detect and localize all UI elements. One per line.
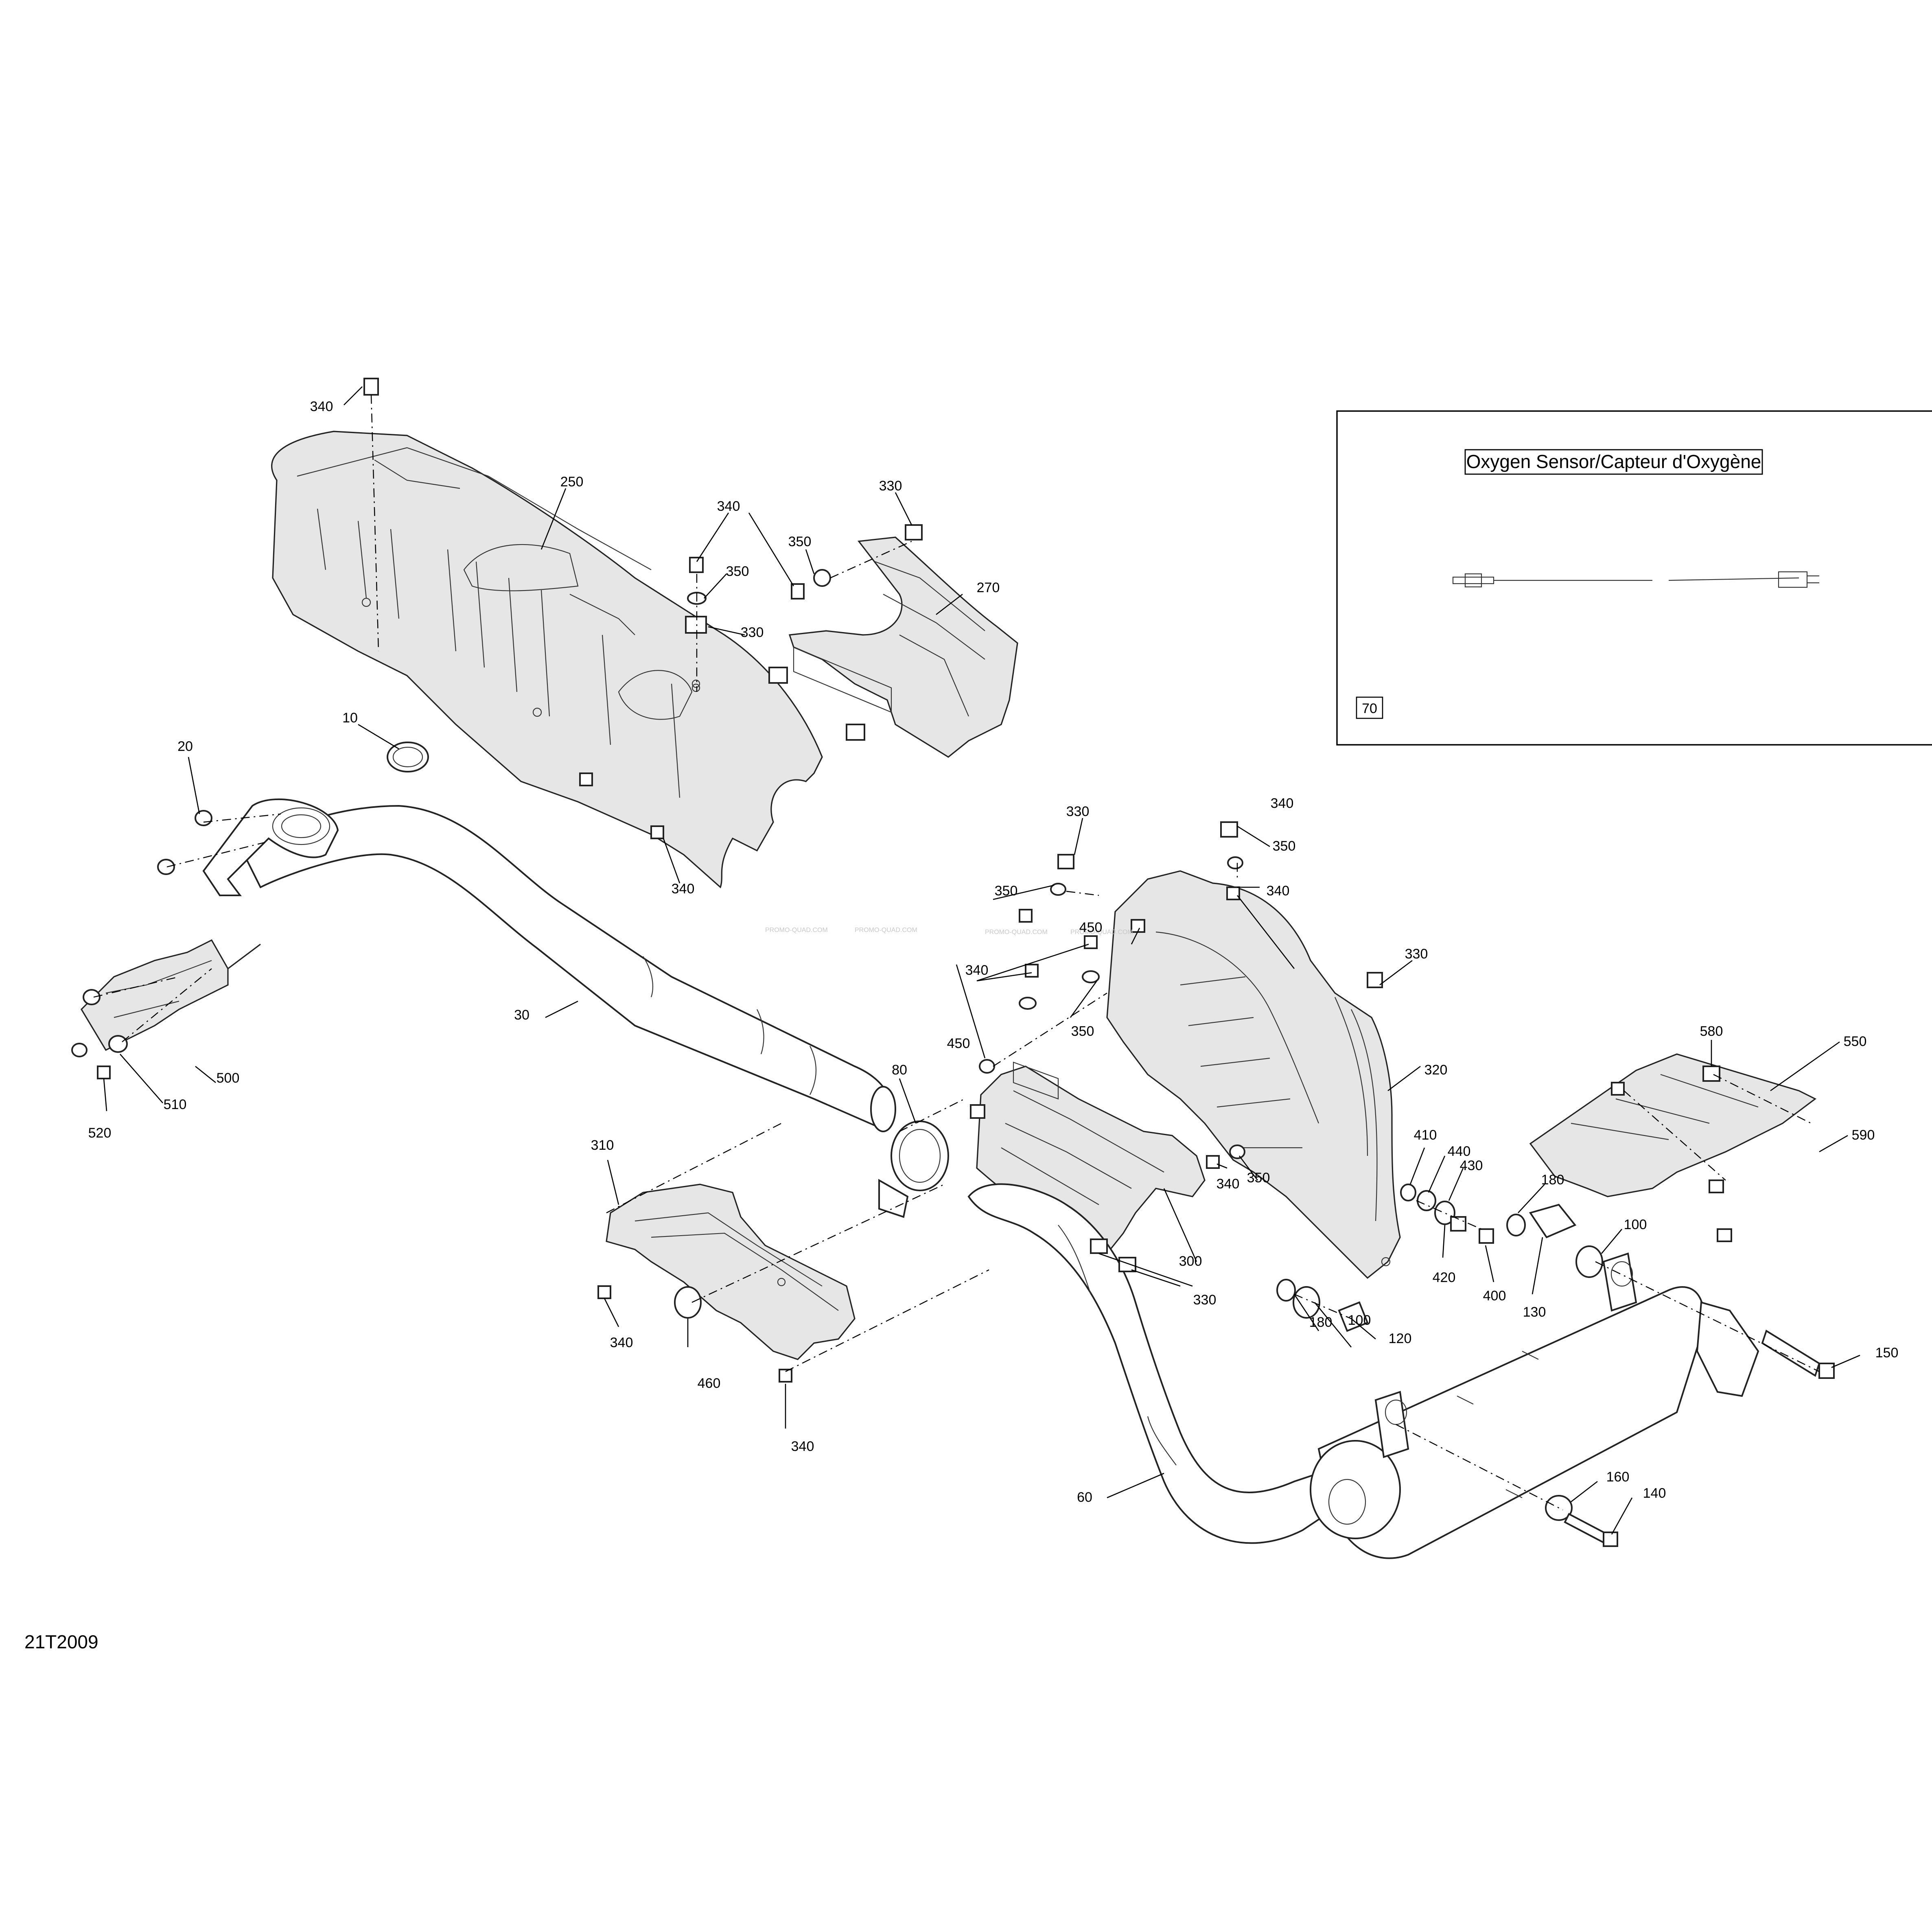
inset-title: Oxygen Sensor/Capteur d'Oxygène bbox=[1466, 451, 1761, 472]
alignment-lines bbox=[93, 394, 1820, 1511]
callout-label: 330 bbox=[741, 625, 764, 640]
callout-label: 140 bbox=[1643, 1486, 1666, 1501]
callout-label: 350 bbox=[726, 564, 749, 579]
callout-label: 580 bbox=[1700, 1024, 1723, 1039]
callout-label: 340 bbox=[610, 1335, 633, 1350]
clamp-80 bbox=[878, 1120, 949, 1218]
heat-shield-250 bbox=[271, 431, 823, 888]
callout-label: 100 bbox=[1624, 1217, 1647, 1232]
callout-label: 460 bbox=[698, 1376, 721, 1391]
callout-label: 340 bbox=[1217, 1176, 1240, 1192]
heat-shield-310 bbox=[606, 1184, 856, 1360]
callout-label: 310 bbox=[591, 1138, 614, 1153]
callout-label: 320 bbox=[1424, 1062, 1448, 1078]
callout-label: 80 bbox=[892, 1062, 907, 1078]
callout-label: 330 bbox=[1066, 804, 1090, 819]
callout-label: 250 bbox=[560, 474, 584, 490]
gasket-10 bbox=[387, 742, 429, 772]
callout-label: 30 bbox=[514, 1007, 529, 1023]
watermark: PROMO-QUAD.COM bbox=[855, 927, 917, 934]
callout-label: 340 bbox=[791, 1439, 814, 1454]
callout-label: 160 bbox=[1606, 1469, 1630, 1485]
leader-lines bbox=[103, 386, 1860, 1535]
callout-label: 350 bbox=[1273, 838, 1296, 854]
watermark: PROMO-QUAD.COM bbox=[765, 927, 828, 934]
callout-label: 340 bbox=[1267, 883, 1290, 899]
callout-label: 550 bbox=[1844, 1034, 1867, 1049]
heat-shield-320 bbox=[1106, 870, 1401, 1279]
callout-label: 410 bbox=[1414, 1127, 1437, 1143]
muffler-bracket-rear bbox=[1602, 1252, 1637, 1312]
muffler-bracket-front bbox=[1374, 1391, 1409, 1458]
heat-shield-500 bbox=[80, 939, 261, 1051]
watermark: PROMO-QUAD.COM bbox=[985, 929, 1048, 936]
flange-20 bbox=[202, 798, 339, 896]
callout-label: 330 bbox=[1405, 946, 1428, 962]
heat-shield-270 bbox=[788, 536, 1018, 758]
callout-label: 100 bbox=[1348, 1313, 1371, 1328]
oxygen-sensor-70 bbox=[1452, 571, 1819, 588]
callout-label: 340 bbox=[672, 881, 695, 897]
callout-label: 520 bbox=[88, 1125, 112, 1141]
callout-label: 180 bbox=[1541, 1172, 1564, 1188]
callout-label: 20 bbox=[177, 739, 193, 754]
callout-label: 150 bbox=[1875, 1345, 1899, 1361]
callout-label: 270 bbox=[977, 580, 1000, 595]
inset-part-number: 70 bbox=[1362, 701, 1377, 716]
callout-label: 60 bbox=[1077, 1490, 1092, 1505]
callout-label: 180 bbox=[1309, 1315, 1332, 1330]
callout-label: 440 bbox=[1448, 1144, 1471, 1159]
callout-label: 300 bbox=[1179, 1254, 1202, 1269]
callout-label: 340 bbox=[310, 399, 333, 414]
plate-550 bbox=[1529, 1053, 1817, 1197]
callout-label: 420 bbox=[1433, 1270, 1456, 1285]
callout-label: 350 bbox=[788, 534, 812, 549]
fasteners bbox=[71, 378, 1835, 1547]
callout-label: 350 bbox=[1247, 1170, 1270, 1186]
callout-label: 510 bbox=[164, 1097, 187, 1112]
callout-label: 330 bbox=[1193, 1292, 1217, 1308]
callout-label: 330 bbox=[879, 478, 902, 494]
diagram-code: 21T2009 bbox=[24, 1631, 98, 1652]
callout-label: 130 bbox=[1523, 1304, 1546, 1320]
callout-label: 340 bbox=[965, 963, 989, 978]
callout-label: 350 bbox=[995, 883, 1018, 899]
watermark: PROMO-QUAD.COM bbox=[1070, 929, 1133, 936]
callout-labels: 340 250 330 340 350 350 330 270 20 10 34… bbox=[88, 399, 1899, 1505]
callout-label: 10 bbox=[342, 710, 358, 726]
oxygen-sensor-inset: Oxygen Sensor/Capteur d'Oxygène 70 bbox=[1336, 410, 1932, 746]
callout-label: 500 bbox=[217, 1070, 240, 1086]
callout-label: 120 bbox=[1389, 1331, 1412, 1346]
callout-label: 340 bbox=[1271, 796, 1294, 811]
callout-label: 400 bbox=[1483, 1288, 1506, 1304]
muffler-60 bbox=[967, 1183, 1759, 1559]
callout-label: 350 bbox=[1071, 1024, 1094, 1039]
callout-label: 590 bbox=[1852, 1127, 1875, 1143]
callout-label: 450 bbox=[1079, 920, 1103, 935]
exhaust-pipe-30 bbox=[243, 805, 896, 1132]
callout-label: 450 bbox=[947, 1036, 970, 1051]
callout-label: 430 bbox=[1460, 1158, 1483, 1173]
callout-label: 340 bbox=[717, 499, 740, 514]
